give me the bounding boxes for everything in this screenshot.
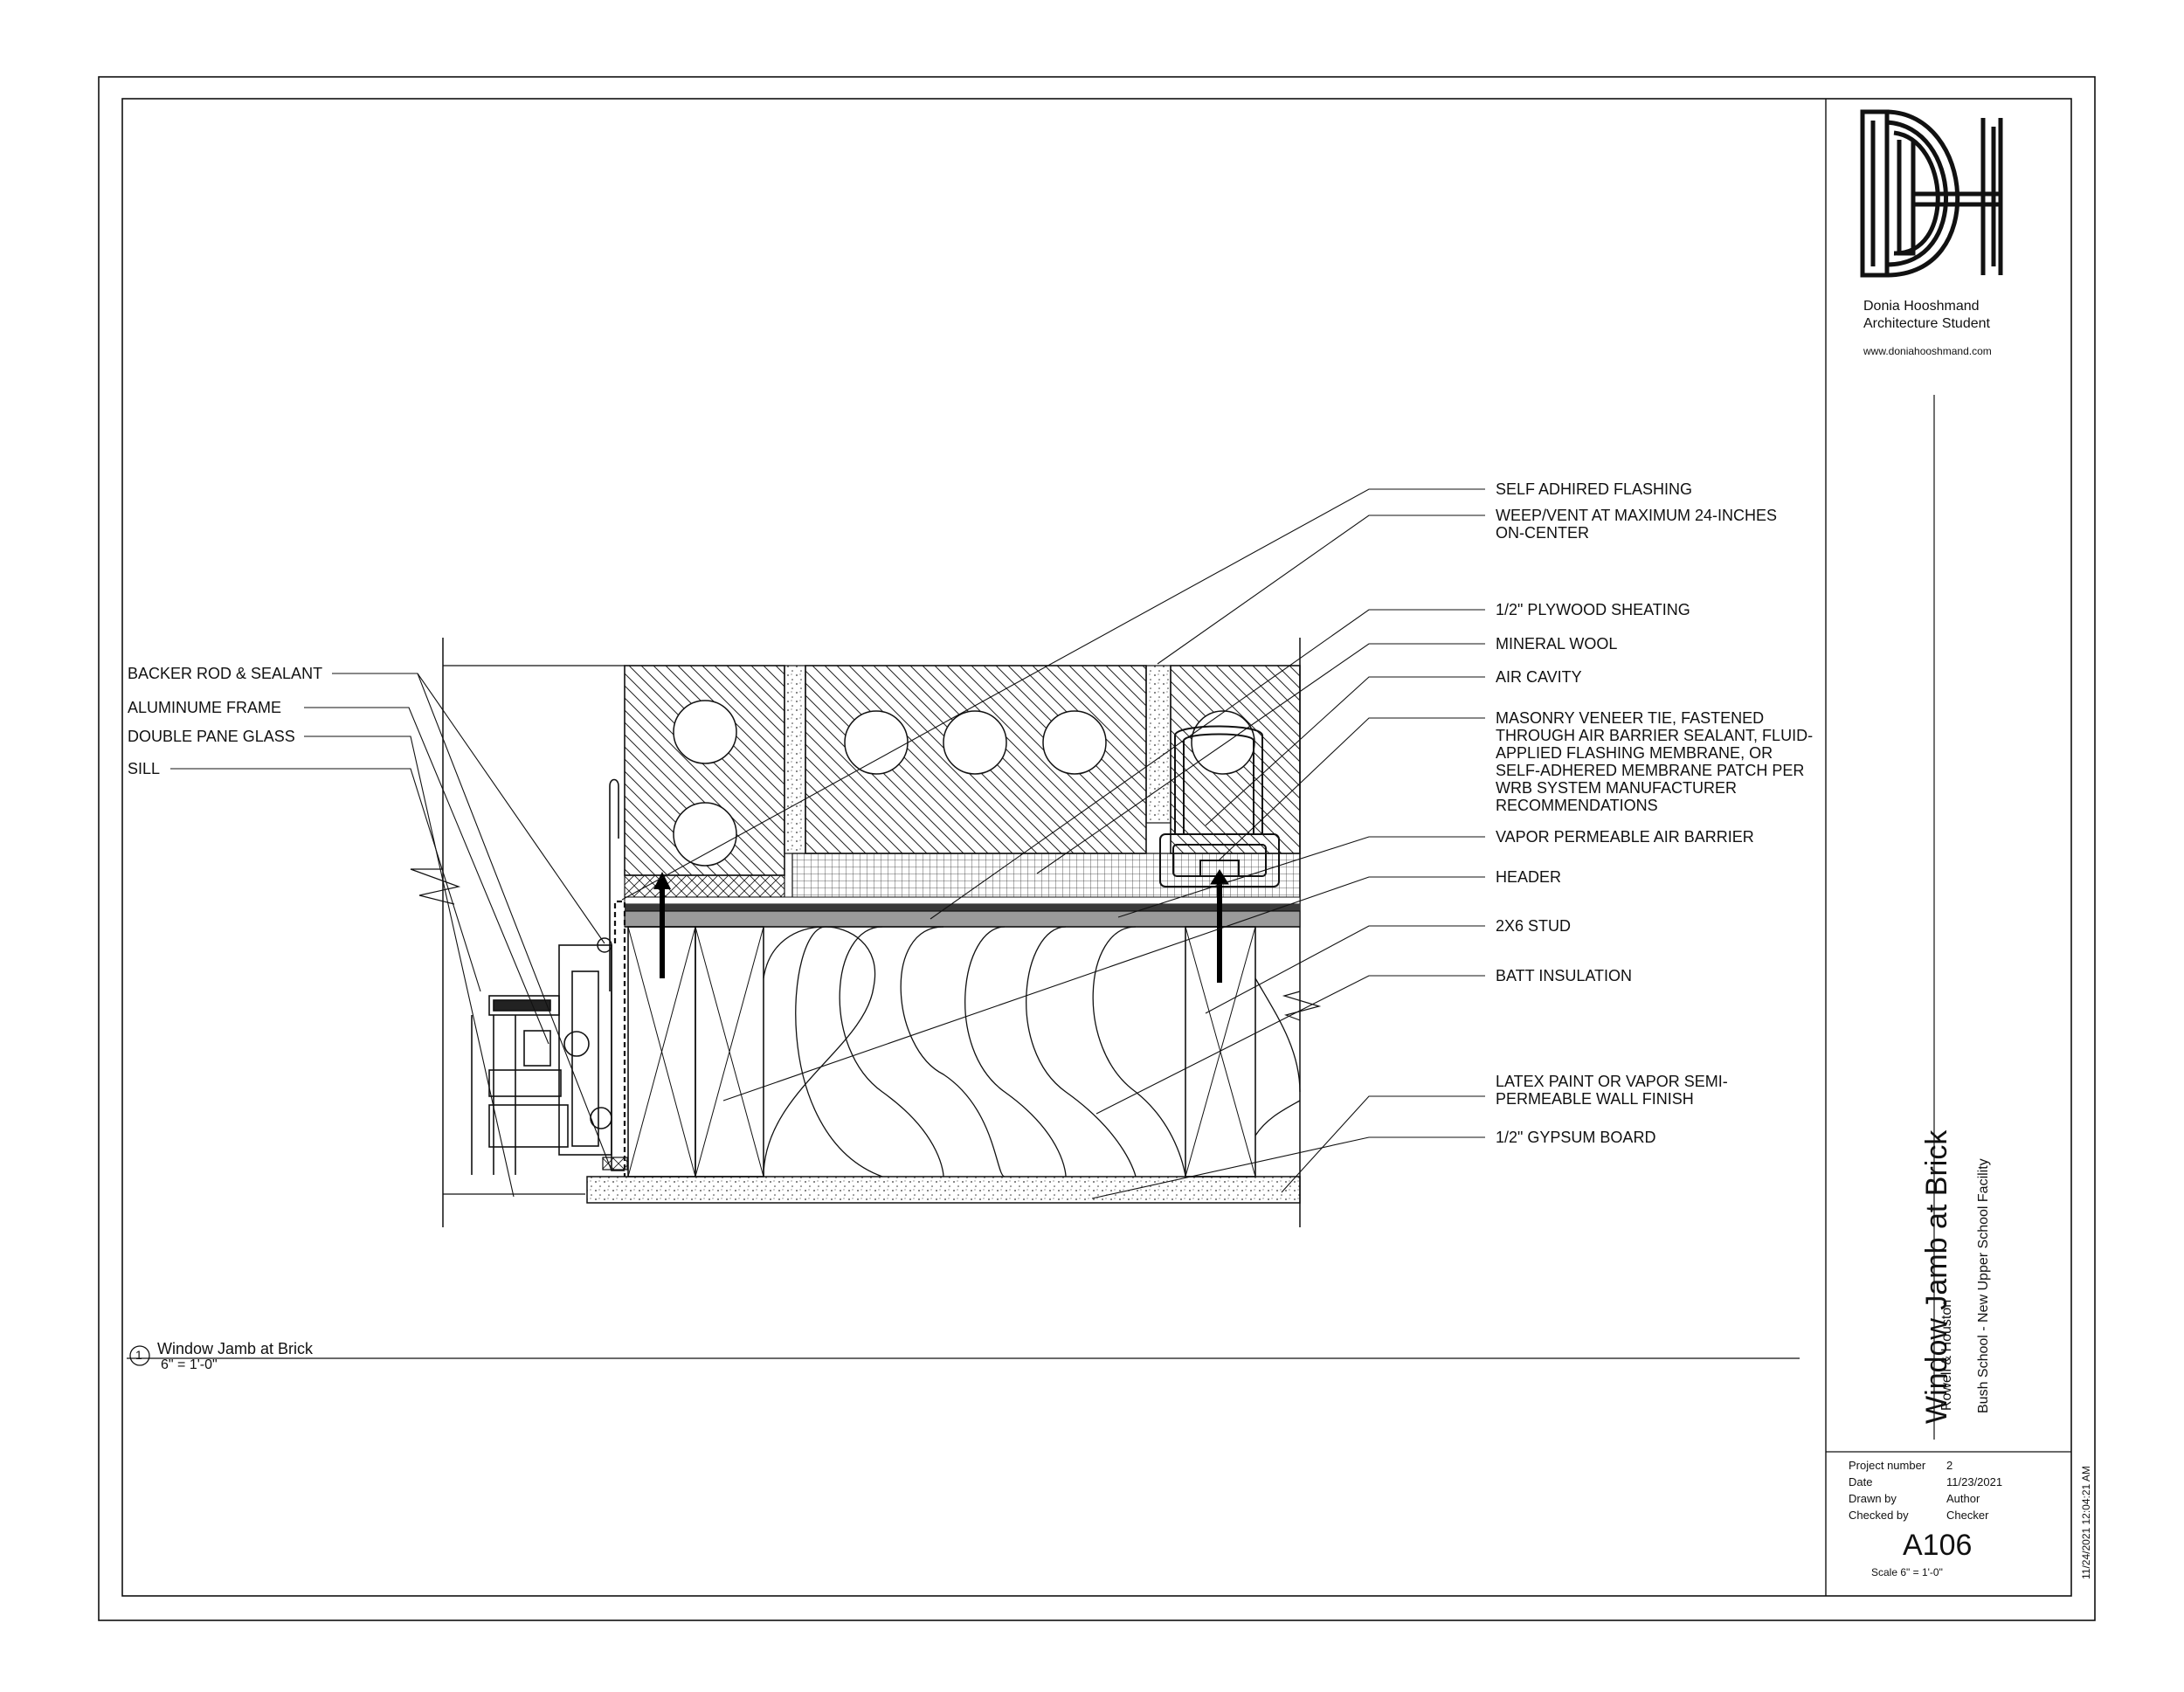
label-line: WEEP/VENT AT MAXIMUM 24-INCHES (1496, 507, 1778, 524)
label-line: MASONRY VENEER TIE, FASTENED (1496, 709, 1765, 727)
backer-rod (597, 937, 612, 953)
titleblock-fields: Project number 2 Date 11/23/2021 Drawn by A… (1849, 1459, 2002, 1525)
label-line: AIR CAVITY (1496, 668, 1582, 686)
field-label: Checked by (1849, 1509, 1909, 1522)
view-scale: 6" = 1'-0" (161, 1357, 218, 1372)
air-cavity (624, 896, 1301, 905)
view-number: 1 (135, 1348, 142, 1362)
plywood-sheathing (624, 910, 1301, 928)
label-backer-rod: BACKER ROD & SEALANT (128, 665, 323, 682)
label-mineral-wool: MINERAL WOOL (1496, 635, 1617, 653)
label-line: VAPOR PERMEABLE AIR BARRIER (1496, 828, 1754, 846)
label-line: LATEX PAINT OR VAPOR SEMI- (1496, 1073, 1728, 1090)
office-role: Architecture Student (1863, 316, 1990, 331)
wood-studs (627, 926, 1256, 1177)
label-2x6-stud: 2X6 STUD (1496, 917, 1571, 935)
label-line: SELF-ADHERED MEMBRANE PATCH PER (1496, 762, 1805, 779)
label-plywood-sheathing: 1/2" PLYWOOD SHEATING (1496, 601, 1690, 618)
batt-insulation (763, 926, 1301, 1177)
field-row: Project number 2 (1849, 1459, 2002, 1475)
office-name: Donia Hooshmand (1863, 299, 1980, 314)
sealant (602, 1157, 628, 1171)
label-line: ON-CENTER (1496, 524, 1589, 542)
break-line-right (1282, 991, 1322, 1021)
field-row: Checked by Checker (1849, 1509, 2002, 1525)
label-gypsum-board: 1/2" GYPSUM BOARD (1496, 1129, 1655, 1146)
field-value: 2 (1946, 1459, 1953, 1472)
project-name: Bush School - New Upper School Facility (1976, 1158, 1991, 1413)
mortar-joint (1145, 665, 1171, 824)
label-line: SELF ADHIRED FLASHING (1496, 480, 1693, 498)
label-line: RECOMMENDATIONS (1496, 797, 1658, 814)
label-self-adhered-flashing: SELF ADHIRED FLASHING (1496, 480, 1692, 498)
outer-border (98, 76, 2096, 1621)
label-line: WRB SYSTEM MANUFACTURER (1496, 779, 1738, 797)
field-row: Date 11/23/2021 (1849, 1475, 2002, 1492)
inner-border (121, 98, 2072, 1597)
label-line: APPLIED FLASHING MEMBRANE, OR (1496, 744, 1773, 762)
air-barrier (625, 904, 1300, 911)
jamb-flashing (613, 900, 626, 1177)
label-aluminum-frame: ALUMINUME FRAME (128, 699, 282, 716)
fasteners (660, 878, 1222, 983)
field-value: Author (1946, 1492, 1980, 1505)
label-line: PERMEABLE WALL FINISH (1496, 1090, 1694, 1108)
field-row: Drawn by Author (1849, 1492, 2002, 1509)
view-number-bubble (129, 1345, 150, 1366)
label-line: 2X6 STUD (1496, 917, 1572, 935)
field-value: 11/23/2021 (1946, 1475, 2003, 1488)
label-sill: SILL (128, 760, 161, 777)
office-logo (1860, 109, 2003, 278)
sheet-number: A106 (1903, 1529, 1973, 1562)
label-double-pane-glass: DOUBLE PANE GLASS (128, 728, 295, 745)
sheet-scale: Scale 6" = 1'-0" (1871, 1566, 1943, 1578)
self-adhered-flashing (609, 778, 619, 991)
aluminum-window-frame (471, 944, 625, 1175)
office-website: www.doniahooshmand.com (1863, 345, 1992, 357)
gypsum-board (586, 1176, 1301, 1204)
mortar-joint (784, 665, 806, 854)
field-label: Drawn by (1849, 1492, 1897, 1505)
label-air-cavity: AIR CAVITY (1496, 668, 1582, 686)
field-label: Project number (1849, 1459, 1926, 1472)
view-title: Window Jamb at Brick (157, 1340, 314, 1357)
leaders-left (170, 673, 612, 1198)
leaders-right (621, 488, 1485, 1199)
label-line: 1/2" GYPSUM BOARD (1496, 1129, 1656, 1146)
field-value: Checker (1946, 1509, 1989, 1522)
label-line: HEADER (1496, 868, 1562, 886)
label-line: BATT INSULATION (1496, 967, 1633, 984)
field-label: Date (1849, 1475, 1873, 1488)
label-air-barrier: VAPOR PERMEABLE AIR BARRIER (1496, 828, 1754, 846)
break-line-left (410, 868, 461, 905)
label-line: THROUGH AIR BARRIER SEALANT, FLUID- (1496, 727, 1814, 744)
print-timestamp: 11/24/2021 12:04:21 AM (2080, 1466, 2092, 1579)
label-header: HEADER (1496, 868, 1561, 886)
window-jamb-detail (410, 638, 1322, 1227)
label-line: MINERAL WOOL (1496, 635, 1618, 653)
label-wall-finish: LATEX PAINT OR VAPOR SEMI-PERMEABLE WALL… (1496, 1073, 1728, 1108)
label-line: 1/2" PLYWOOD SHEATING (1496, 601, 1690, 618)
client-name: Rowell & Houston (1939, 1299, 1954, 1411)
label-batt-insulation: BATT INSULATION (1496, 967, 1632, 984)
